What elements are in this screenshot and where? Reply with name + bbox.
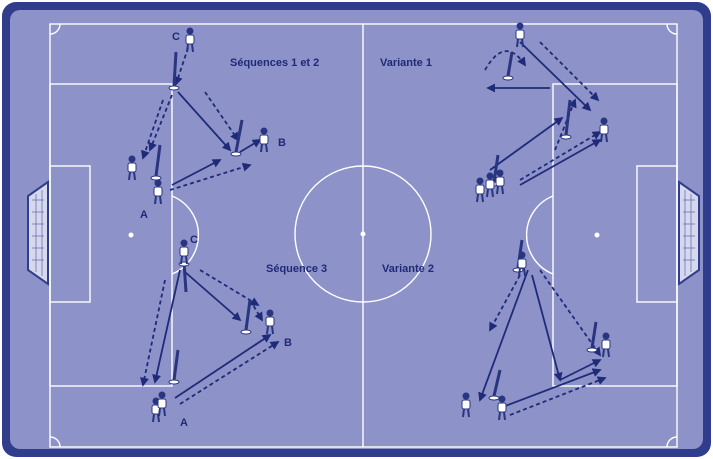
player (497, 395, 507, 421)
player (495, 169, 505, 195)
player (185, 27, 195, 53)
label-player-c-top: C (172, 31, 180, 43)
pole-base (560, 134, 572, 140)
pitch-background (10, 10, 703, 449)
label-variante-1: Variante 1 (380, 57, 432, 69)
label-sequence-3: Séquence 3 (266, 263, 327, 275)
pole-base (240, 329, 252, 335)
pole-base (512, 267, 524, 273)
player (515, 22, 525, 48)
player (601, 332, 611, 358)
pole-base (150, 175, 162, 181)
pole-base (230, 151, 242, 157)
pole (506, 51, 514, 77)
player (485, 172, 495, 198)
pole-base (502, 75, 514, 81)
pole (234, 119, 244, 153)
player (179, 239, 189, 265)
pole-base (586, 347, 598, 353)
player (127, 155, 137, 181)
player (475, 177, 485, 203)
pole (590, 321, 598, 349)
pole (172, 349, 180, 381)
label-variante-2: Variante 2 (382, 263, 434, 275)
label-sequences-1-2: Séquences 1 et 2 (230, 57, 319, 69)
label-player-b-top: B (278, 137, 286, 149)
pole-base (488, 395, 500, 401)
pole (182, 261, 188, 293)
pole (492, 154, 500, 183)
players (127, 22, 611, 423)
player (517, 251, 527, 277)
pole (564, 99, 572, 136)
pole (172, 51, 178, 87)
label-player-a-bottom: A (180, 417, 188, 429)
label-player-b-bottom: B (284, 337, 292, 349)
pole-base (168, 379, 180, 385)
pole-base (168, 85, 180, 91)
player (157, 391, 167, 417)
pole (492, 369, 502, 397)
pole (154, 144, 162, 177)
left-goal (27, 180, 49, 286)
player (265, 309, 275, 335)
player (599, 117, 609, 143)
right-goal (678, 180, 700, 286)
pole (244, 299, 252, 331)
movement-arrows (140, 41, 607, 416)
player (153, 179, 163, 205)
pitch-lines (49, 23, 678, 448)
player (259, 127, 269, 153)
player (461, 392, 471, 418)
label-player-c-bottom: C (190, 234, 198, 246)
label-player-a-top: A (140, 209, 148, 221)
